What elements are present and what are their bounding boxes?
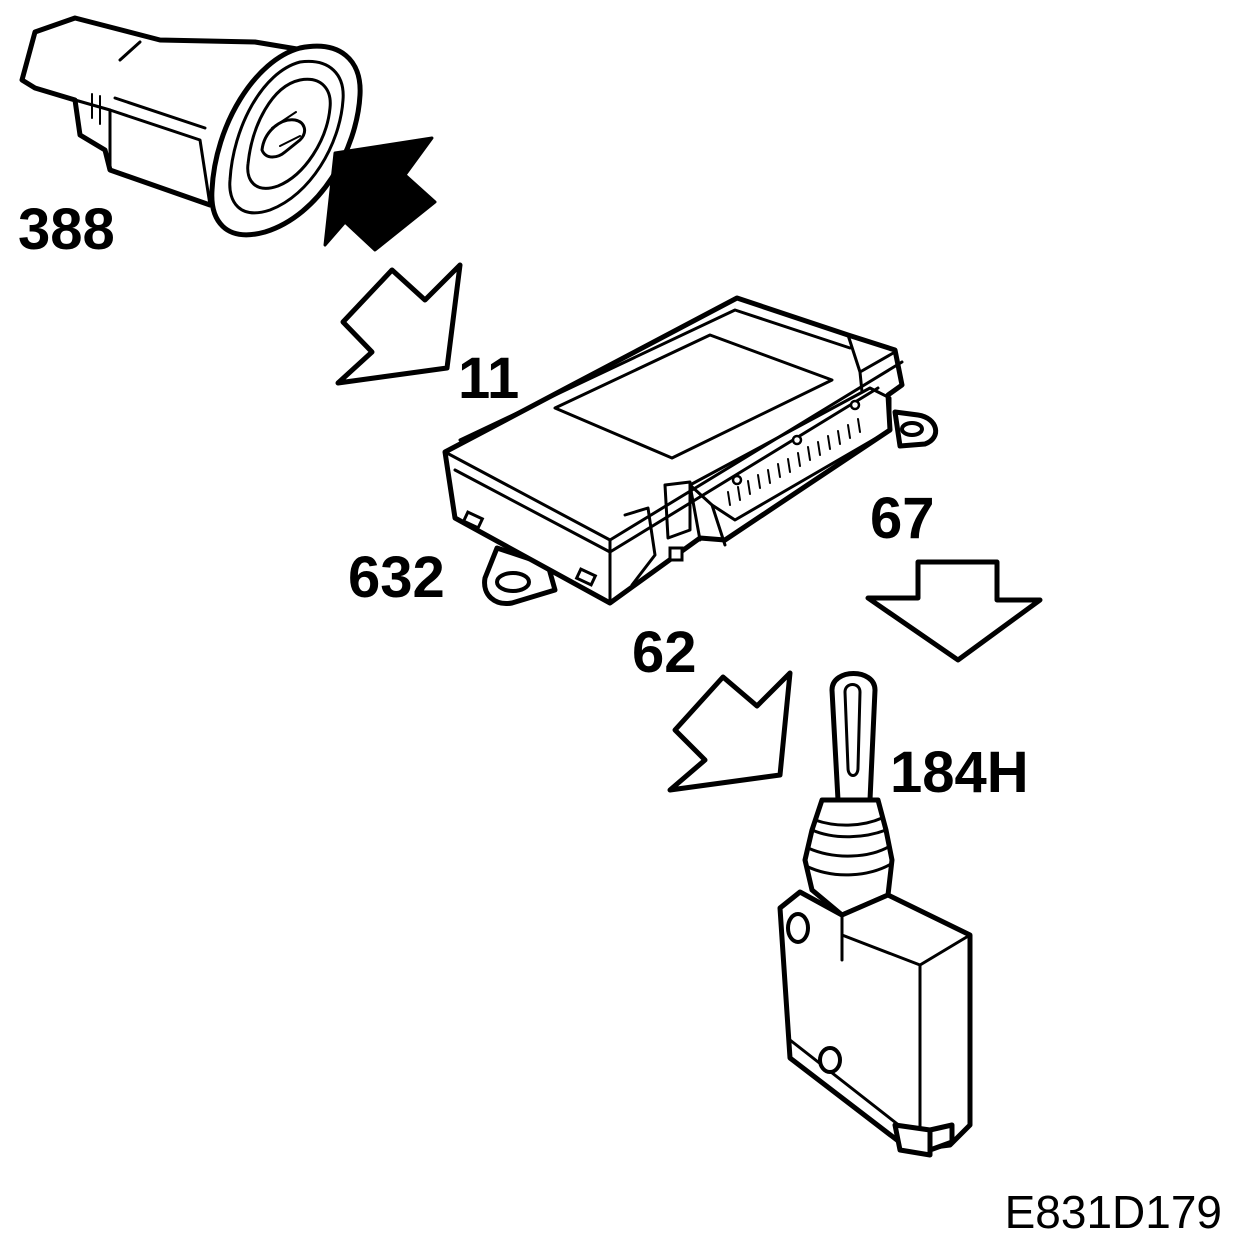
label-module-right: 67 [870, 486, 935, 551]
outline-arrow-11-icon [335, 262, 463, 386]
outline-arrow-62-icon [667, 670, 793, 793]
hood-switch [19, 15, 363, 238]
actuator [777, 671, 973, 1158]
black-arrow-icon [323, 136, 437, 252]
hood-open-icon [260, 111, 307, 159]
outline-arrow-67-icon [865, 559, 1043, 663]
label-arrow-switch-to-module: 11 [458, 346, 519, 411]
label-module-left: 632 [348, 545, 445, 610]
label-switch: 388 [18, 197, 115, 262]
label-arrow-module-to-actuator: 62 [632, 620, 697, 685]
figure-reference: E831D179 [1005, 1186, 1222, 1238]
label-actuator: 184H [890, 740, 1029, 805]
control-module [442, 295, 939, 606]
